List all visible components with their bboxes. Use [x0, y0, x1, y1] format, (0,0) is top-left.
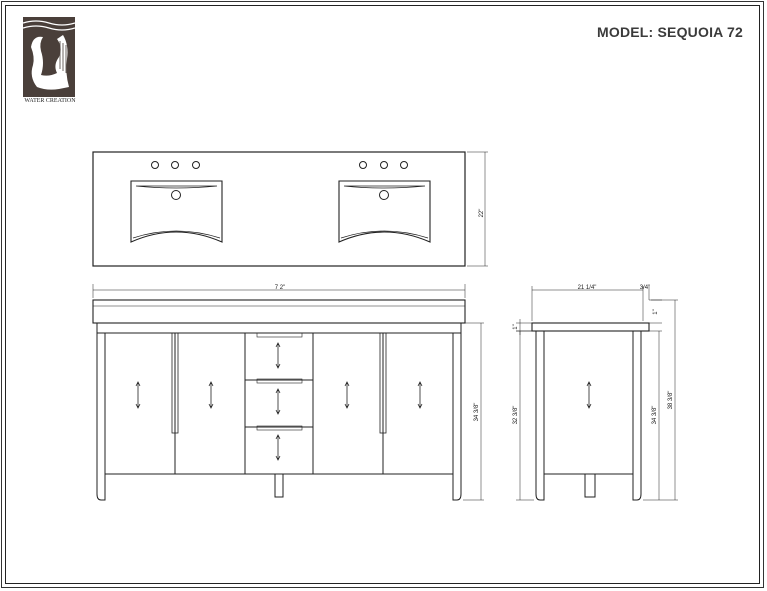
front-top-thickness-dimension: 1" [653, 309, 659, 314]
side-panel [543, 330, 634, 475]
drawer-stack [244, 332, 314, 475]
left-divider-post [171, 332, 179, 434]
side-foot [584, 474, 596, 498]
water-creation-logo [23, 17, 75, 97]
drain-icon [171, 190, 181, 200]
inner-border [5, 5, 760, 584]
top-view: 22" [92, 151, 488, 267]
side-height-right-dimension: 34 3/8" [652, 406, 658, 425]
countertop-side [531, 322, 650, 332]
left-outer-door [104, 332, 176, 475]
faucet-hole-icon [192, 161, 200, 169]
brand-text: WATER CREATION [24, 98, 76, 104]
model-title: MODEL: SEQUOIA 72 [597, 24, 744, 40]
center-foot [274, 474, 284, 498]
right-inner-door [312, 332, 384, 475]
overall-width-dimension: 7 2" [275, 285, 285, 291]
right-divider-post [379, 332, 387, 434]
side-view: 21 1/4" 3/4" 1" 1" 32 3/8" 34 3/8" 3 [513, 285, 678, 501]
front-view: 7 2" [92, 284, 484, 501]
right-outer-door [382, 332, 454, 475]
front-height-dimension: 34 3/8" [474, 403, 480, 422]
faucet-hole-icon [151, 161, 159, 169]
top-depth-dimension: 22" [479, 209, 485, 218]
push-arrow-icons [135, 342, 423, 461]
push-arrow-icon [586, 381, 592, 409]
overhang-dimension: 3/4" [640, 285, 650, 291]
side-top-thickness-dimension: 1" [513, 324, 519, 329]
drain-icon [379, 190, 389, 200]
faucet-hole-icon [359, 161, 367, 169]
side-depth-dimension: 21 1/4" [578, 285, 597, 291]
faucet-hole-icon [400, 161, 408, 169]
left-basin [130, 161, 223, 243]
countertop-front [92, 299, 466, 324]
faucet-hole-icon [380, 161, 388, 169]
right-basin [338, 161, 431, 243]
countertop-top-view [92, 151, 466, 267]
overall-height-dimension: 38 3/8" [668, 391, 674, 410]
side-height-left-dimension: 32 3/8" [513, 406, 519, 425]
left-inner-door [174, 332, 246, 475]
faucet-hole-icon [171, 161, 179, 169]
